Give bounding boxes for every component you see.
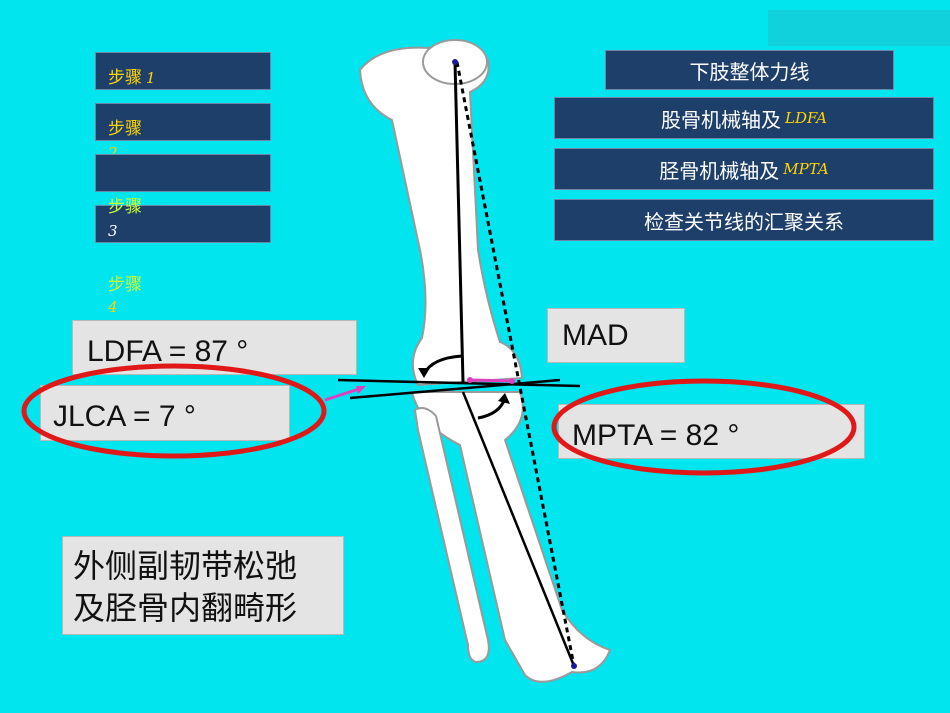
tibia-axis-label: 胫骨机械轴及 bbox=[659, 158, 780, 183]
ldfa-label: LDFA = 87 ° bbox=[72, 320, 357, 375]
diagnosis-note: 外侧副韧带松弛 及胫骨内翻畸形 bbox=[62, 536, 344, 635]
ankle-center-point bbox=[571, 663, 577, 669]
jlca-label: JLCA = 7 ° bbox=[40, 385, 290, 441]
step4-number: 4 bbox=[108, 298, 118, 316]
limb-mechanical-axis bbox=[455, 61, 576, 667]
femur-axis-abbr: LDFA bbox=[785, 109, 827, 127]
diagnosis-line2: 及胫骨内翻畸形 bbox=[73, 589, 298, 627]
jlca-highlight-ellipse bbox=[21, 363, 327, 459]
top-right-bar bbox=[768, 10, 950, 46]
jlca-pointer-head bbox=[356, 386, 366, 394]
step2-number: 2 bbox=[108, 144, 118, 162]
mad-point-left bbox=[467, 377, 473, 383]
fibula-bone bbox=[413, 407, 490, 664]
joint-lines-button[interactable]: 检查关节线的汇聚关系 bbox=[554, 199, 934, 241]
hip-center-point bbox=[452, 59, 458, 65]
tibial-joint-line bbox=[349, 378, 561, 400]
joint-lines-label: 检查关节线的汇聚关系 bbox=[644, 209, 844, 234]
step1-number: 1 bbox=[146, 69, 156, 87]
mad-label: MAD bbox=[547, 308, 685, 363]
step3-button[interactable] bbox=[95, 154, 271, 192]
step3-number: 3 bbox=[108, 222, 118, 240]
tibia-mechanical-axis bbox=[461, 391, 576, 667]
ldfa-angle-arrow bbox=[418, 368, 430, 378]
step2-button[interactable]: 步骤 bbox=[95, 103, 271, 141]
ldfa-value: LDFA = 87 ° bbox=[87, 335, 249, 368]
step4-label: 步骤 bbox=[108, 275, 142, 295]
mad-arrow bbox=[469, 378, 513, 383]
jlca-pointer-line bbox=[324, 386, 363, 402]
jlca-value: JLCA = 7 ° bbox=[53, 400, 196, 433]
diagnosis-line1: 外侧副韧带松弛 bbox=[73, 547, 298, 585]
limb-alignment-label: 下肢整体力线 bbox=[689, 59, 810, 84]
femoral-joint-line bbox=[337, 378, 581, 388]
mpta-value: MPTA = 82 ° bbox=[572, 419, 740, 452]
mpta-angle-arrow bbox=[498, 393, 510, 404]
step1-label: 步骤 bbox=[108, 68, 142, 88]
femur-mechanical-axis bbox=[453, 61, 465, 383]
tibia-bone bbox=[410, 391, 612, 683]
step4-button[interactable] bbox=[95, 205, 271, 243]
mad-value: MAD bbox=[562, 319, 629, 352]
step3-label: 步骤 bbox=[108, 197, 142, 217]
mpta-label: MPTA = 82 ° bbox=[558, 404, 865, 459]
tibia-axis-abbr: MPTA bbox=[783, 160, 829, 178]
limb-alignment-button[interactable]: 下肢整体力线 bbox=[605, 50, 894, 90]
mpta-highlight-ellipse bbox=[551, 378, 857, 476]
step2-label: 步骤 bbox=[108, 119, 142, 139]
mad-point-right bbox=[509, 378, 515, 384]
femur-axis-label: 股骨机械轴及 bbox=[661, 107, 782, 132]
